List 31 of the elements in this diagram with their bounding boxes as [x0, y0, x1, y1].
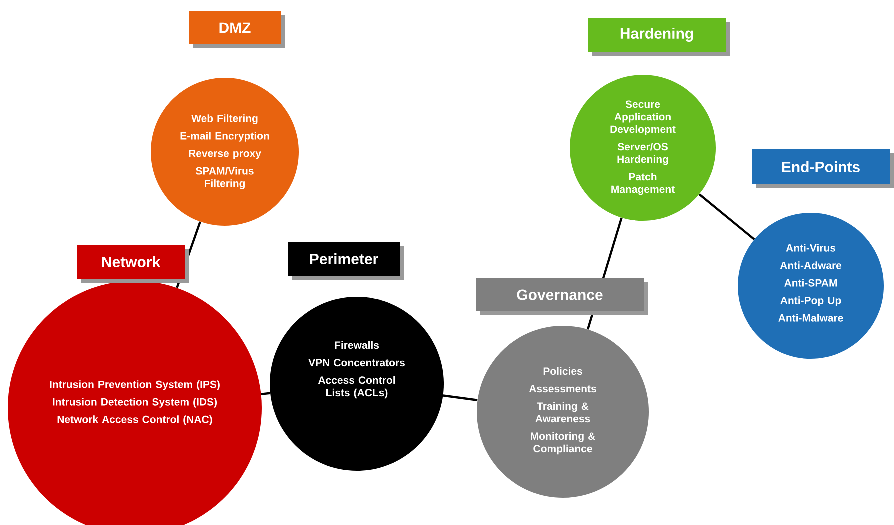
item-text: Anti-Malware [778, 314, 844, 322]
item-text: Patch Management [612, 172, 675, 196]
item-text: E-mail Encryption [180, 132, 270, 142]
item-text: Monitoring & Compliance [531, 432, 596, 455]
heading-box: DMZ [189, 12, 281, 44]
item-text: Access Control Lists (ACLs) [318, 376, 396, 399]
connector-line [443, 394, 478, 402]
item-text: VPN Concentrators [308, 359, 405, 367]
heading-box: Network [77, 245, 185, 279]
connector-line [698, 194, 756, 240]
item-text: Server/OS Hardening [618, 142, 668, 166]
item-text: Web Filtering [192, 114, 258, 124]
connector-line [261, 392, 270, 396]
item-text: Anti-Virus [786, 244, 836, 252]
item-text: Anti-Pop Up [780, 296, 842, 306]
heading-box: End-Points [752, 150, 890, 184]
item-text: SPAM/Virus Filtering [196, 167, 254, 190]
item-text: Anti-SPAM [784, 279, 838, 287]
heading-box: Hardening [588, 18, 726, 52]
heading-box: Governance [476, 278, 644, 312]
item-text: Training & Awareness [536, 402, 590, 423]
item-text: Network Access Control (NAC) [58, 416, 212, 426]
item-text: Intrusion Prevention System (IPS) [50, 380, 220, 390]
item-text: Firewalls [335, 341, 380, 350]
item-text: Reverse proxy [189, 150, 262, 160]
item-text: Secure Application Development [610, 100, 676, 136]
item-text: Policies [544, 367, 582, 376]
item-text: Intrusion Detection System (IDS) [53, 398, 217, 408]
item-text: Anti-Adware [780, 262, 842, 270]
item-text: Assessments [529, 385, 596, 393]
heading-box: Perimeter [288, 242, 400, 276]
